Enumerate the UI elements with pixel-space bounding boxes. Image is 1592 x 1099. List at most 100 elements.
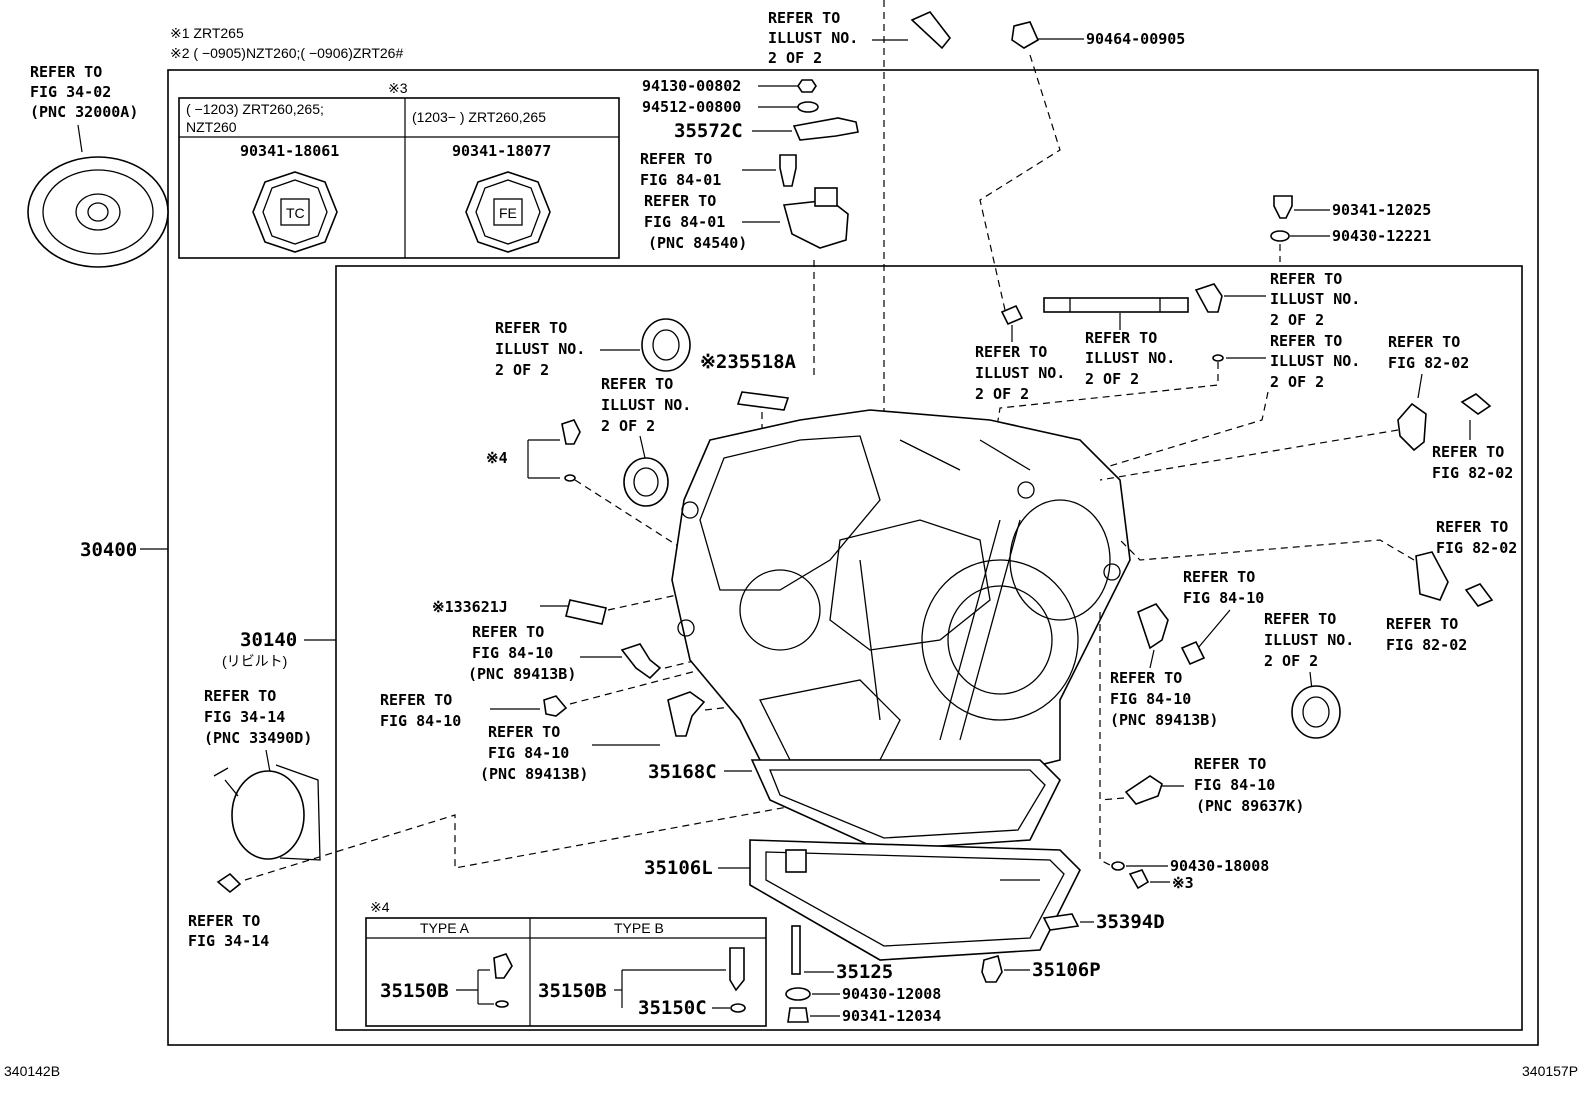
type-b-sub-part: 35150C [638,997,707,1019]
ref-shaft-left-3: 2 OF 2 [975,385,1029,403]
ref-fig82-a-1: REFER TO [1388,333,1460,351]
type-table: ※4 TYPE A TYPE B 35150B 35150B 35150C [365,899,767,1027]
sensor-bolt-icon [779,154,797,187]
table-right-header: (1203− ) ZRT260,265 [412,109,546,125]
oil-cooler: REFER TO FIG 34-14 (PNC 33490D) REFER TO… [188,687,881,950]
outer-frame [167,69,1539,1046]
ref-seal2-1: REFER TO [601,375,673,393]
ref-fig82-c-1: REFER TO [1436,518,1508,536]
type-b-header: TYPE B [614,920,664,936]
drain-plug-fe-icon [465,171,551,253]
part-90341-12025: 90341-12025 [1332,201,1431,219]
ref-cooler-2: FIG 34-14 [204,708,285,726]
note-2: ※2 ( −0905)NZT260;( −0906)ZRT26# [170,45,403,61]
bracket-icon [792,117,859,141]
ref-torque-converter-2: FIG 34-02 [30,83,111,101]
ref-torque-converter-1: REFER TO [30,63,102,81]
ref-shaft-right2-1: REFER TO [1270,332,1342,350]
part-35106P: 35106P [1032,959,1101,981]
type-table-marker: ※4 [370,899,390,915]
ref-cooler-1: REFER TO [204,687,276,705]
ref-cooler-bolt-2: FIG 34-14 [188,932,269,950]
left-sensors: REFER TO FIG 84-10 (PNC 89413B) REFER TO… [380,623,791,783]
right-side-parts: REFER TO FIG 82-02 REFER TO FIG 82-02 RE… [1099,333,1517,815]
part-35394D: 35394D [1096,911,1165,933]
marker-3: ※3 [1172,874,1194,892]
sensor-right-bolt-icon [1180,640,1206,666]
ref-fig82-c-2: FIG 82-02 [1436,539,1517,557]
ref-shaft-right1-1: REFER TO [1270,270,1342,288]
ref-top-illust-2: ILLUST NO. [768,29,858,47]
part-30140: 30140 [240,629,297,651]
part-35518A: ※235518A [700,351,797,373]
bolt-right-b-icon [1464,583,1494,607]
oil-seal-2-icon [623,457,669,507]
inner-frame [335,265,1523,1031]
cooler-bolt-icon [216,872,242,894]
ref-sensor-fig1-2: FIG 84-01 [640,171,721,189]
ref-sensor-a-3: (PNC 89413B) [468,665,576,683]
ref-bolt-84-2: FIG 84-10 [380,712,461,730]
strainer-icon [785,849,807,873]
ref-right-84-bottom-1: REFER TO [1110,669,1182,687]
oil-pan-group: 35168C 35106L 90430-18008 ※3 35394D 3512… [644,612,1269,1025]
ref-shaft-mid-1: REFER TO [1085,329,1157,347]
part-35572C: 35572C [674,120,743,142]
ref-bolt-84-1: REFER TO [380,691,452,709]
type-a-plug-icon [493,953,513,979]
part-90430-18008: 90430-18008 [1170,857,1269,875]
footer-right-code: 340157P [1522,1063,1578,1079]
transmission-case [671,409,1131,791]
ref-fig82-d-2: FIG 82-02 [1386,636,1467,654]
ref-switch-2: FIG 84-10 [1194,776,1275,794]
sensor-bolt-a-icon [543,695,568,717]
part-90430-12221: 90430-12221 [1332,227,1431,245]
part-33621J: ※133621J [432,598,508,616]
ref-shaft-left-1: REFER TO [975,343,1047,361]
plug-icon [561,419,581,445]
part-90341-12034: 90341-12034 [842,1007,941,1025]
top-bolt-icon [910,11,952,50]
bolt-right-a-icon [1460,393,1492,415]
torque-converter: REFER TO FIG 34-02 (PNC 32000A) [27,63,169,268]
type-a-header: TYPE A [420,920,470,936]
label-33621J-icon [565,599,607,625]
ref-right-84-top-2: FIG 84-10 [1183,589,1264,607]
ref-sensor-a-1: REFER TO [472,623,544,641]
part-90464-00905: 90464-00905 [1086,30,1185,48]
ref-sensor-b-3: (PNC 89413B) [480,765,588,783]
drain-plug-fe-mark: FE [499,205,517,221]
clamp-icon [1011,21,1040,49]
note-1: ※1 ZRT265 [170,25,244,41]
ref-right-84-top-1: REFER TO [1183,568,1255,586]
ref-sensor-fig1-1: REFER TO [640,150,712,168]
part-30400: 30400 [80,539,137,561]
footer-left-code: 340142B [4,1063,60,1079]
torque-converter-icon [27,156,169,268]
part-90341-18061: 90341-18061 [240,142,339,160]
ref-shaft-left-2: ILLUST NO. [975,364,1065,382]
part-35106L: 35106L [644,857,713,879]
ref-right-84-bottom-2: FIG 84-10 [1110,690,1191,708]
shaft-plug-icon [1000,304,1024,326]
ref-switch-1: REFER TO [1194,755,1266,773]
plug-90341-12034-icon [787,1007,809,1023]
ref-seal2-3: 2 OF 2 [601,417,655,435]
oil-seal-1-icon [641,318,691,372]
sensor-b-icon [667,691,706,737]
speed-sensor-icon [782,199,849,249]
pan-gasket-icon [750,759,1061,851]
ref-sensor-fig2-1: REFER TO [644,192,716,210]
ref-fig82-a-2: FIG 82-02 [1388,354,1469,372]
ref-fig82-b-1: REFER TO [1432,443,1504,461]
right-upper-bolts: 90341-12025 90430-12221 [1270,195,1431,262]
pressure-switch-icon [1124,775,1163,805]
ref-seal-1: REFER TO [495,319,567,337]
ref-seal2-2: ILLUST NO. [601,396,691,414]
ref-shaft-mid-3: 2 OF 2 [1085,370,1139,388]
plug-group-4: ※4 ※133621J [432,419,801,625]
drain-plug-icon [1128,869,1150,890]
gasket-35394D-icon [1042,913,1080,931]
marker-4: ※4 [486,449,508,467]
type-b-part: 35150B [538,980,607,1002]
